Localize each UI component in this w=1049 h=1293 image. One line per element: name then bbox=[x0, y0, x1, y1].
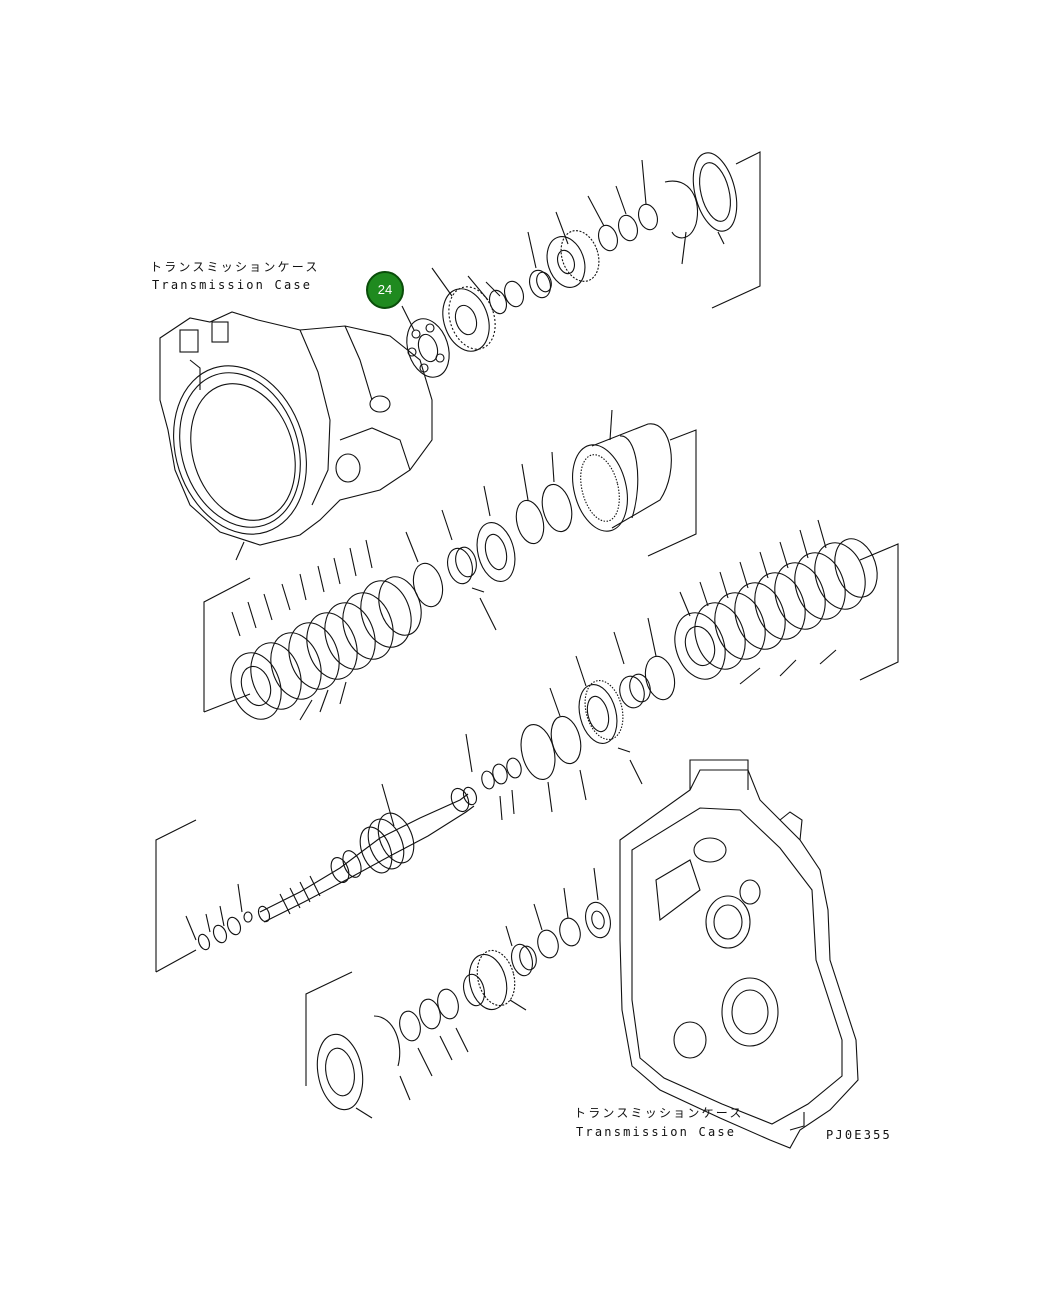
middle-lower-parts bbox=[465, 617, 676, 821]
upper-row-parts bbox=[401, 151, 761, 378]
part-callout-24[interactable]: 24 bbox=[366, 271, 404, 309]
upper-transmission-case bbox=[159, 311, 433, 561]
lower-case-label-en: Transmission Case bbox=[576, 1125, 737, 1139]
left-clutch-pack bbox=[203, 539, 422, 721]
main-shaft bbox=[155, 783, 478, 973]
lower-transmission-case bbox=[619, 759, 859, 1149]
lower-row-parts bbox=[305, 867, 611, 1119]
drawing-code: PJ0E355 bbox=[826, 1128, 892, 1142]
right-clutch-pack bbox=[674, 519, 899, 685]
middle-upper-parts bbox=[405, 409, 697, 631]
upper-case-label-en: Transmission Case bbox=[152, 278, 313, 292]
lower-case-label-jp: トランスミッションケース bbox=[574, 1106, 744, 1120]
upper-case-label-jp: トランスミッションケース bbox=[150, 260, 320, 274]
